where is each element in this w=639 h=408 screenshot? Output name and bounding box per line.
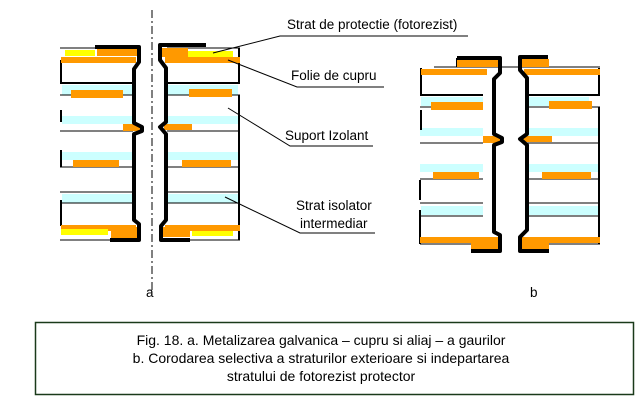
intermediate-layers <box>62 85 238 203</box>
intermediate-layers <box>420 97 600 215</box>
caption-box: Fig. 18. a. Metalizarea galvanica – cupr… <box>34 321 635 396</box>
sublabel-b: b <box>530 285 538 300</box>
figure-a <box>60 10 240 290</box>
label-photoresist: Strat de protectie (fotorezist) <box>287 17 457 32</box>
copper-foil <box>420 59 600 250</box>
callouts: Strat de protectie (fotorezist) Folie de… <box>212 17 468 234</box>
layer-lines <box>419 57 600 245</box>
layer-lines <box>60 47 240 241</box>
label-insulating-support: Suport Izolant <box>285 128 369 143</box>
figure-b <box>419 55 600 253</box>
caption-line-1: Fig. 18. a. Metalizarea galvanica – cupr… <box>137 332 506 348</box>
label-intermediate-line1: Strat isolator <box>296 198 372 213</box>
copper-foil <box>61 47 240 238</box>
label-intermediate-line2: intermediar <box>300 216 368 231</box>
caption-line-3: stratului de fotorezist protector <box>227 368 416 384</box>
label-copper-foil: Folie de cupru <box>291 68 377 83</box>
hole-plating <box>457 55 549 253</box>
sublabel-a: a <box>146 285 154 300</box>
caption-line-2: b. Corodarea selectiva a straturilor ext… <box>133 350 510 366</box>
photoresist-layer <box>61 50 233 236</box>
hole-plating <box>95 43 206 242</box>
